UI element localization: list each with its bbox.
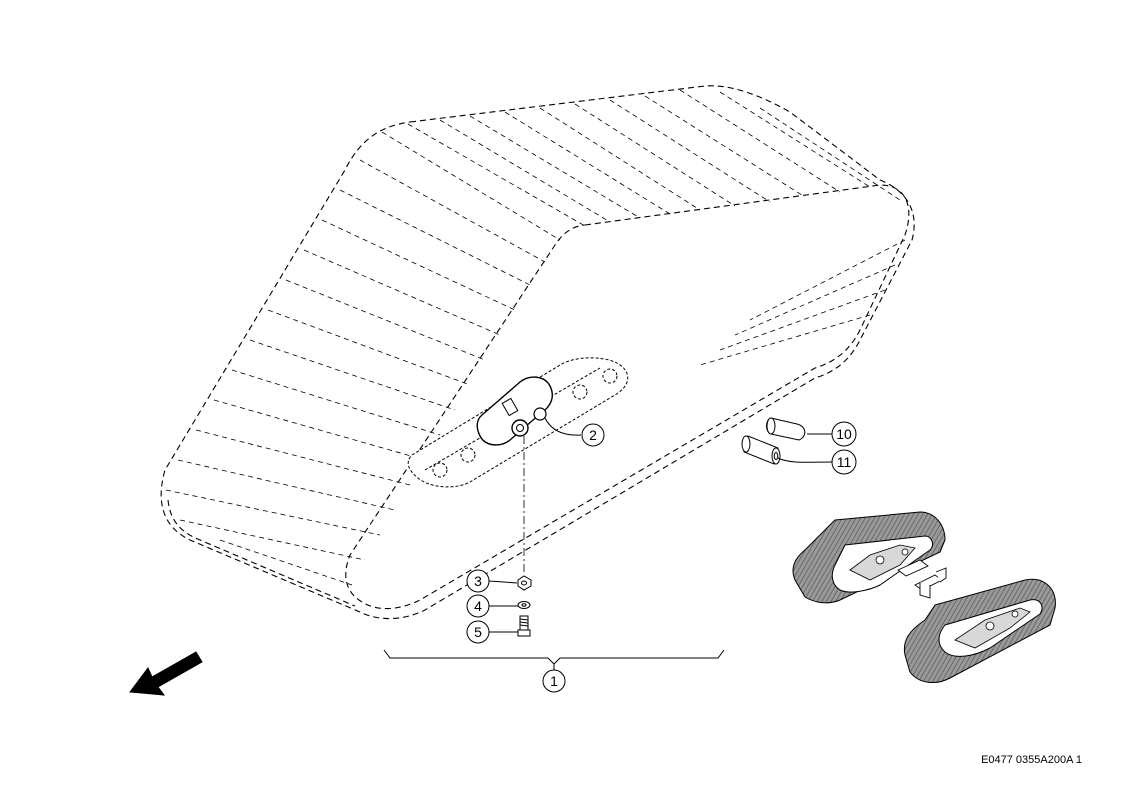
arrow-icon [129, 651, 203, 696]
callout-3: 3 [466, 569, 490, 593]
svg-text:5: 5 [474, 624, 482, 640]
callout-10: 10 [831, 421, 857, 447]
nut-part [517, 575, 532, 591]
chain-link-assembly [407, 357, 629, 488]
svg-text:3: 3 [474, 573, 482, 589]
leader-lines [488, 417, 833, 633]
callout-11: 11 [831, 449, 857, 475]
callout-4: 4 [466, 594, 490, 618]
svg-text:4: 4 [474, 598, 482, 614]
svg-text:10: 10 [836, 426, 852, 442]
machine-overview-thumbnail [792, 511, 1056, 684]
track-outline [160, 85, 915, 620]
callout-2: 2 [581, 423, 605, 447]
track-tread-lines [165, 89, 906, 586]
bushing-part [741, 435, 781, 465]
bolt-part [517, 615, 531, 637]
svg-text:2: 2 [589, 427, 597, 443]
left-track-thumbnail [792, 511, 946, 604]
svg-text:11: 11 [837, 454, 852, 470]
callout-1: 1 [542, 669, 566, 693]
svg-text:1: 1 [550, 673, 558, 689]
washer-part [517, 601, 531, 609]
frame-thumbnail [897, 559, 947, 599]
pin-part [766, 417, 806, 441]
callout-5: 5 [466, 620, 490, 644]
drawing-reference-number: E0477 0355A200A 1 [981, 754, 1082, 766]
right-track-thumbnail [903, 578, 1056, 684]
assembly-bracket [383, 649, 725, 665]
